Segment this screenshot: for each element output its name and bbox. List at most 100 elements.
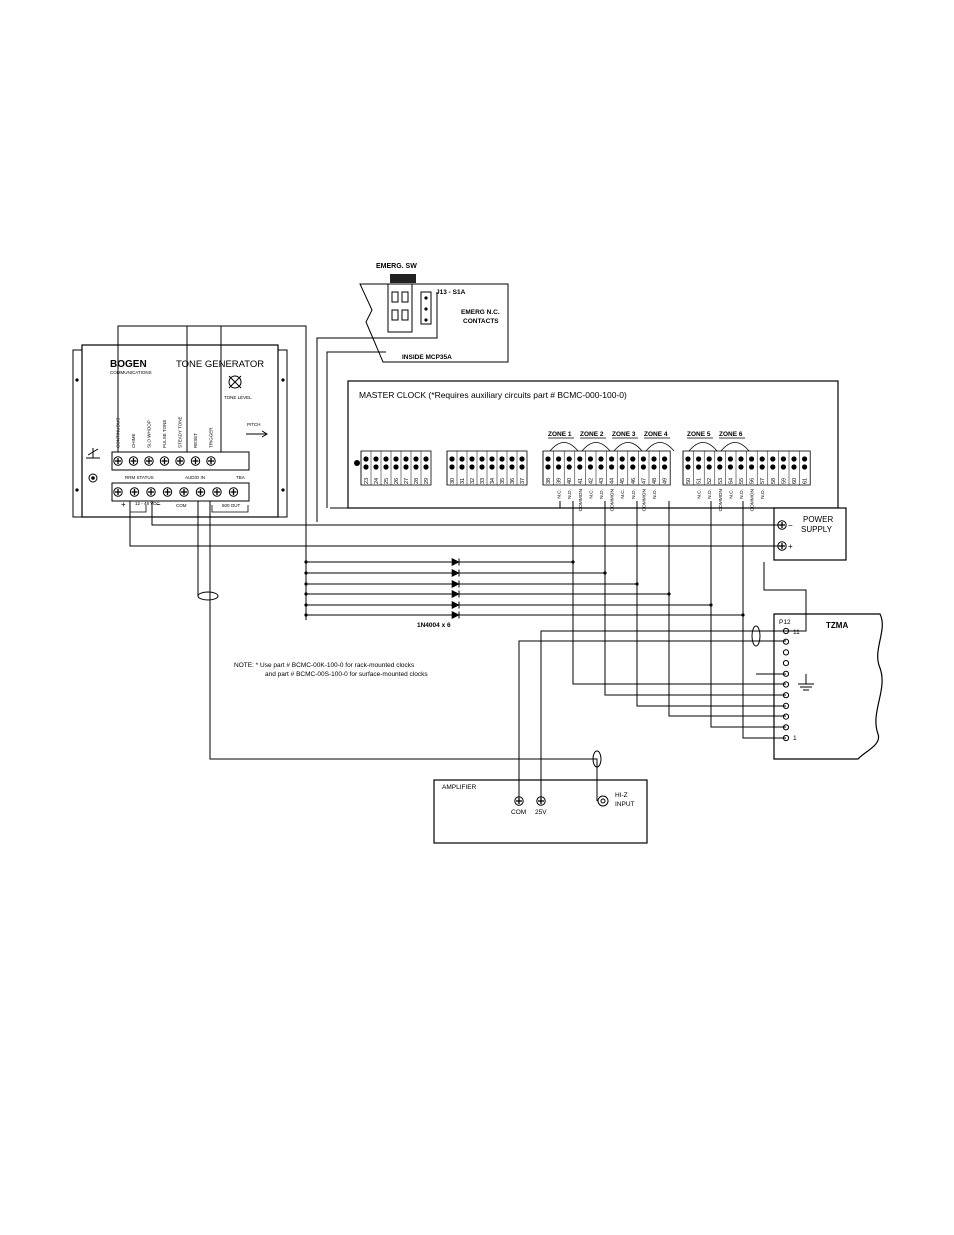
power-voltage-label: 12 - 48 VDC <box>135 501 161 506</box>
terminal-screw-upper <box>802 456 808 462</box>
terminal-screw-lower <box>802 464 808 470</box>
terminal-number: 23 <box>364 478 370 484</box>
terminal-screw-lower <box>727 464 734 470</box>
zone-label: ZONE 3 <box>612 431 636 438</box>
tone-generator: BOGEN COMMUNICATIONS TONE GENERATOR TONE… <box>72 344 288 518</box>
terminal-screw-lower <box>545 464 551 470</box>
terminal-screw-upper <box>651 456 657 462</box>
terminal-screw <box>162 487 173 497</box>
terminal-number: 50 <box>686 478 692 484</box>
master-clock-title: MASTER CLOCK (*Requires auxiliary circui… <box>359 390 627 400</box>
amplifier-25v-label: 25V <box>535 809 547 816</box>
terminal-number: 29 <box>424 478 430 484</box>
zone-function-label: COMMON <box>578 488 584 511</box>
twisted-pair-marker-amp <box>592 750 602 768</box>
terminal-screw-lower <box>556 464 562 470</box>
p12-label: P12 <box>779 619 791 626</box>
terminal-screw-upper <box>469 456 475 462</box>
terminal-screw-upper <box>519 456 525 462</box>
p12-pin <box>782 638 790 645</box>
bottom-group-rrm-status: RRM STATUS <box>125 475 154 480</box>
top-terminal-label: PULSE TONE <box>162 420 167 448</box>
zone-function-label: N.C. <box>557 489 563 499</box>
top-terminal-label: TRIGGER <box>209 427 214 448</box>
terminal-screw-upper <box>479 456 485 462</box>
j13-label: J13 - S1A <box>436 289 466 296</box>
bogen-logo: BOGEN <box>110 359 147 370</box>
terminal-number: 40 <box>567 478 573 484</box>
top-terminal-label: STEADY TONE <box>178 416 183 448</box>
top-terminal-label: CHIME <box>131 434 136 449</box>
terminal-number: 59 <box>781 478 787 484</box>
terminal-screw-lower <box>706 464 712 470</box>
diode-symbol <box>451 590 460 598</box>
bottom-group-tba: TBA <box>236 475 245 480</box>
terminal-screw-upper <box>556 456 562 462</box>
terminal-number: 51 <box>697 478 703 484</box>
terminal-screw-lower <box>749 464 755 470</box>
terminal-number: 42 <box>588 478 594 484</box>
terminal-screw-lower <box>499 464 505 470</box>
terminal-screw-upper <box>373 456 379 462</box>
terminal-number: 41 <box>578 478 584 484</box>
terminal-screw-upper <box>791 456 797 462</box>
terminal-screw-upper <box>662 456 668 462</box>
tone-generator-title: TONE GENERATOR <box>176 359 264 370</box>
terminal-screw-upper <box>609 456 615 462</box>
terminal-number: 25 <box>384 478 390 484</box>
terminal-screw-lower <box>509 464 515 470</box>
diode-symbol <box>451 569 460 577</box>
diode-symbol <box>451 558 460 566</box>
bottom-terminal-strip <box>111 482 250 502</box>
inside-mcp35a-label: INSIDE MCP35A <box>402 354 452 361</box>
terminal-screw-upper <box>706 456 712 462</box>
zone-function-label: COMMON <box>610 488 616 511</box>
terminal-screw-lower <box>696 464 702 470</box>
master-clock: MASTER CLOCK (*Requires auxiliary circui… <box>347 380 839 511</box>
emergency-contacts-label-2: CONTACTS <box>463 318 499 325</box>
emergency-switch-knob <box>390 274 416 283</box>
terminal-number: 53 <box>718 478 724 484</box>
600-out-label: 600 OUT <box>222 503 241 508</box>
terminal-screw-upper <box>499 456 505 462</box>
terminal-screw-upper <box>759 456 765 462</box>
twisted-pair-marker-tzma <box>751 625 761 647</box>
terminal-screw-lower <box>469 464 475 470</box>
zone-function-label: N.C. <box>728 489 734 499</box>
terminal-screw-upper <box>685 456 691 462</box>
power-supply-body <box>773 507 847 561</box>
terminal-screw-upper <box>545 456 551 462</box>
terminal-screw-upper <box>619 456 625 462</box>
zone-label: ZONE 2 <box>580 431 604 438</box>
terminal-number: 34 <box>490 478 496 484</box>
mcp35a-outline <box>359 283 509 363</box>
p12-pin <box>782 660 790 667</box>
terminal-screw-lower <box>738 464 744 470</box>
zone-function-label: N.O. <box>599 489 605 499</box>
emergency-contacts-label-1: EMERG N.C. <box>461 309 500 316</box>
zone-function-label: N.O. <box>652 489 658 499</box>
tzma-body <box>773 613 883 760</box>
terminal-screw <box>212 487 222 497</box>
zone-function-label: N.O. <box>707 489 713 499</box>
hiz-label-1: HI-Z <box>615 792 628 799</box>
tzma: TZMA P12 11 1 <box>773 613 883 760</box>
bottom-group-audio-in: AUDIO IN <box>185 475 205 480</box>
terminal-number: 37 <box>520 478 526 484</box>
terminal-number: 55 <box>739 478 745 484</box>
zone-function-label: N.O. <box>760 489 766 499</box>
pin-11-label: 11 <box>793 629 800 636</box>
terminal-screw-lower <box>459 464 465 470</box>
terminal-number: 47 <box>641 478 647 484</box>
terminal-screw-upper <box>696 456 702 462</box>
hiz-label-2: INPUT <box>615 801 635 808</box>
terminal-screw-upper <box>413 456 419 462</box>
terminal-number: 58 <box>771 478 777 484</box>
terminal-number: 52 <box>707 478 713 484</box>
ground-symbol <box>86 448 100 459</box>
zone-function-label: COMMON <box>641 488 647 511</box>
terminal-number: 46 <box>631 478 637 484</box>
terminal-screw-lower <box>519 464 525 470</box>
terminal-screw-upper <box>383 456 389 462</box>
terminal-screw <box>195 487 206 497</box>
